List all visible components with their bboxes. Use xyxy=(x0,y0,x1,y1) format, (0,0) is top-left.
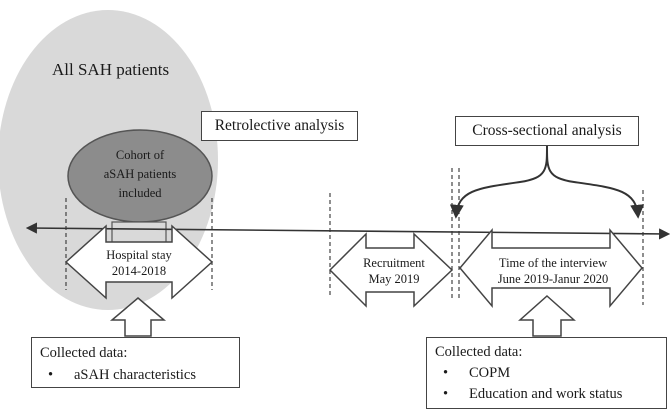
right-collected-data-box: Collected data: COPM Education and work … xyxy=(426,337,667,409)
right-collected-data-item: Education and work status xyxy=(435,384,666,405)
all-patients-label: All SAH patients xyxy=(52,60,170,79)
left-data-up-arrow xyxy=(109,297,167,337)
hospital-stay-line1: Hospital stay xyxy=(106,248,172,262)
hospital-stay-line2: 2014-2018 xyxy=(111,264,167,278)
cohort-label-line2: aSAH patients xyxy=(103,167,177,181)
recruitment-arrow xyxy=(328,232,454,308)
right-collected-data-item: COPM xyxy=(435,363,666,384)
cross-sectional-analysis-label: Cross-sectional analysis xyxy=(472,122,622,139)
brace-right-arm xyxy=(545,144,645,219)
right-data-up-arrow xyxy=(518,294,576,337)
timeline-arrow xyxy=(25,222,671,240)
retrolective-analysis-box: Retrolective analysis xyxy=(201,111,358,141)
cross-sectional-analysis-box: Cross-sectional analysis xyxy=(455,116,639,146)
period-boundaries xyxy=(65,168,644,305)
cohort-label-line3: included xyxy=(118,186,162,200)
recruitment-line1: Recruitment xyxy=(363,256,425,270)
right-collected-data-title: Collected data: xyxy=(435,344,523,360)
interview-line2: June 2019-Janur 2020 xyxy=(497,272,609,286)
recruitment-label: Recruitment May 2019 xyxy=(352,255,436,287)
cohort-label-line1: Cohort of xyxy=(115,148,165,162)
brace-left-arm xyxy=(449,144,549,219)
hospital-stay-label: Hospital stay 2014-2018 xyxy=(92,247,186,279)
left-collected-data-title: Collected data: xyxy=(40,345,128,361)
interview-arrow xyxy=(459,227,643,309)
hospital-stay-arrow xyxy=(64,224,214,300)
left-collected-data-box: Collected data: aSAH characteristics xyxy=(31,337,240,388)
left-collected-data-item: aSAH characteristics xyxy=(40,364,239,386)
retrolective-analysis-label: Retrolective analysis xyxy=(214,117,345,134)
interview-line1: Time of the interview xyxy=(498,256,608,270)
interview-label: Time of the interview June 2019-Janur 20… xyxy=(481,255,625,287)
recruitment-line2: May 2019 xyxy=(368,272,420,286)
cohort-label: Cohort of aSAH patients included xyxy=(68,146,212,203)
